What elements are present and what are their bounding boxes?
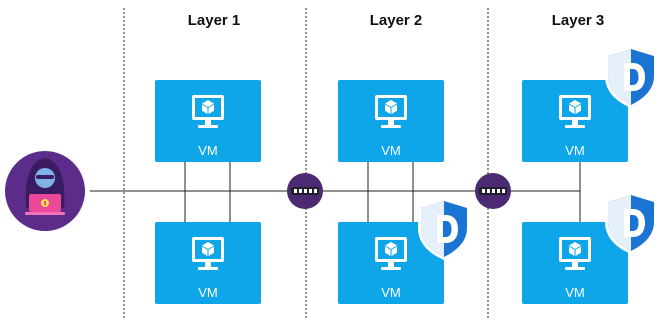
vm-layer2-bottom: VM — [338, 222, 444, 304]
vm-label: VM — [381, 143, 401, 158]
vm-layer2-top: VM — [338, 80, 444, 162]
layer-1-label: Layer 1 — [187, 12, 241, 29]
vm-label: VM — [381, 285, 401, 300]
vm-layer3-bottom: VM — [522, 222, 628, 304]
vm-label: VM — [565, 285, 585, 300]
layer-2-label: Layer 2 — [369, 12, 423, 29]
connections — [90, 162, 581, 222]
layer-3-label: Layer 3 — [551, 12, 605, 29]
network-switch-icon — [475, 173, 511, 209]
vm-layer3-top: VM — [522, 80, 628, 162]
vm-layer1-bottom: VM — [155, 222, 261, 304]
hacker-laptop-icon — [5, 151, 85, 231]
vm-label: VM — [198, 285, 218, 300]
layer-separators — [123, 8, 489, 320]
vm-label: VM — [198, 143, 218, 158]
network-switch-icon — [287, 173, 323, 209]
vm-label: VM — [565, 143, 585, 158]
vm-layer1-top: VM — [155, 80, 261, 162]
